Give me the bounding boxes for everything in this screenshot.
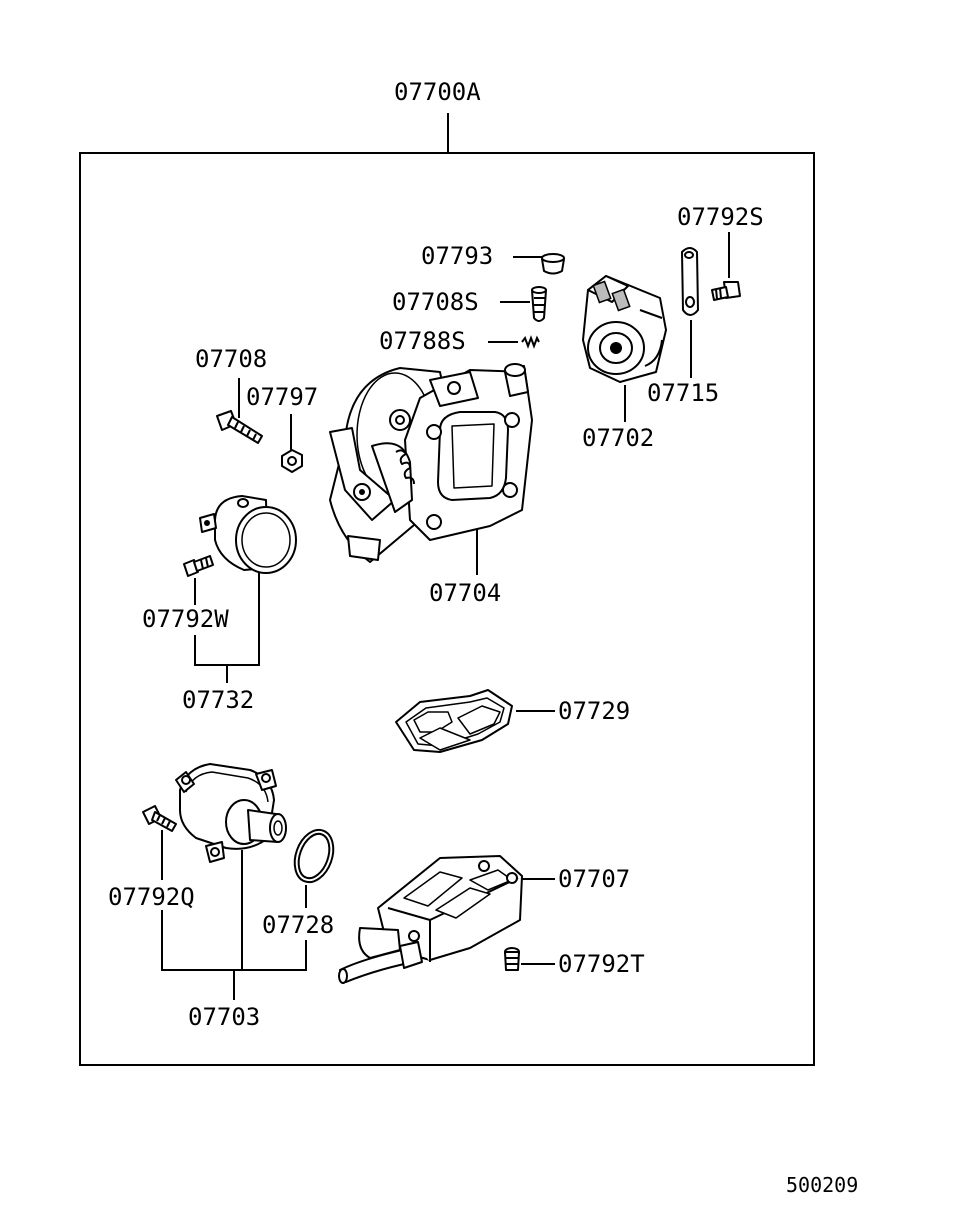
label-07715: 07715 — [647, 379, 719, 407]
o-ring-07728-drawing — [293, 828, 335, 884]
sensor-07702-drawing — [582, 275, 667, 383]
label-07797: 07797 — [246, 383, 318, 411]
screw-07792W-drawing — [183, 555, 214, 577]
label-07704: 07704 — [429, 579, 501, 607]
label-07703: 07703 — [188, 1003, 260, 1031]
label-07708S: 07708S — [392, 288, 479, 316]
cap-07793-drawing — [541, 253, 565, 275]
screw-07792Q-drawing — [142, 805, 177, 832]
label-07792S: 07792S — [677, 203, 764, 231]
screw-07792S-drawing — [711, 281, 741, 301]
bracket-07715-drawing — [681, 247, 699, 316]
leader-lines — [161, 232, 730, 1000]
actuator-07732-drawing — [199, 495, 297, 574]
label-07708: 07708 — [195, 345, 267, 373]
label-07732: 07732 — [182, 686, 254, 714]
label-07792Q: 07792Q — [108, 883, 195, 911]
label-07788S: 07788S — [379, 327, 466, 355]
assembly-label: 07700A — [394, 78, 481, 106]
nut-07797-drawing — [281, 449, 303, 473]
label-07728: 07728 — [262, 911, 334, 939]
label-07793: 07793 — [421, 242, 493, 270]
throttle-body-07704-drawing — [329, 363, 533, 563]
label-07729: 07729 — [558, 697, 630, 725]
intake-07707-drawing — [338, 855, 523, 984]
figure-number: 500209 — [786, 1173, 858, 1197]
spring-07788S-drawing — [521, 335, 540, 349]
label-07792W: 07792W — [142, 605, 229, 633]
bolt-07708-drawing — [216, 410, 263, 444]
screw-07792T-drawing — [504, 947, 520, 971]
label-07702: 07702 — [582, 424, 654, 452]
screw-07708S-drawing — [531, 286, 547, 322]
isc-motor-07703-drawing — [175, 763, 287, 863]
gasket-07729-drawing — [395, 689, 513, 753]
label-07707: 07707 — [558, 865, 630, 893]
label-07792T: 07792T — [558, 950, 645, 978]
